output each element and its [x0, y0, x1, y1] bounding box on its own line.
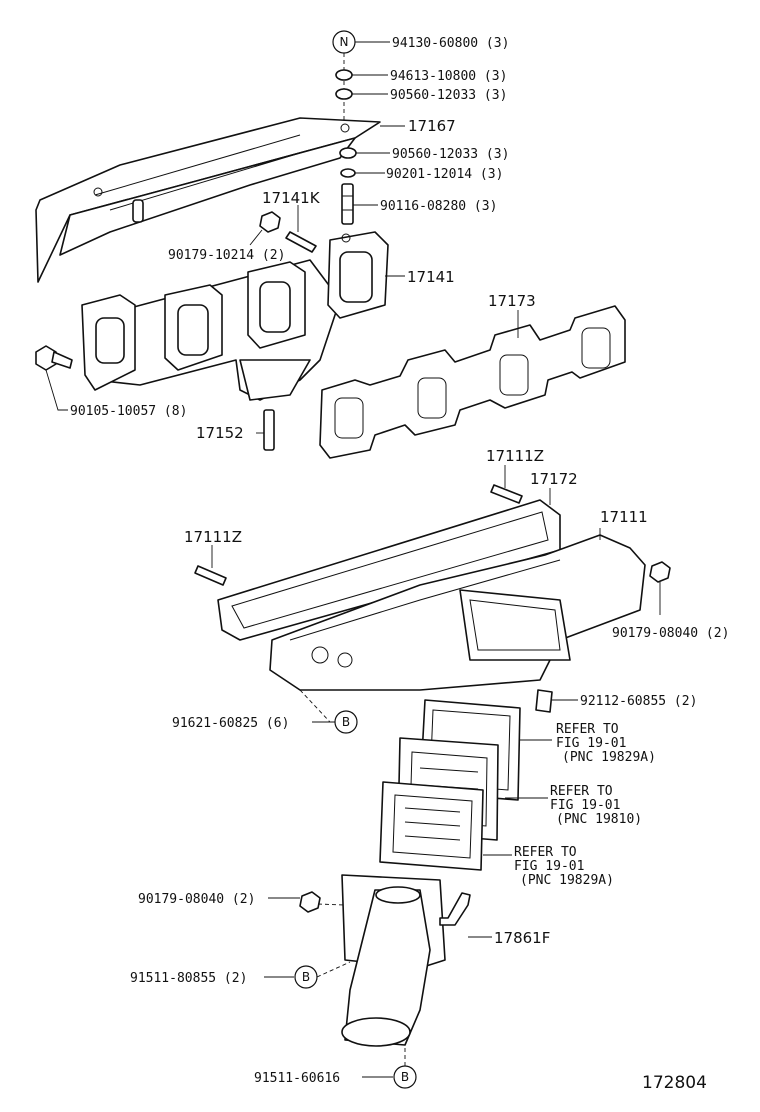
washer-90560-a: [335, 88, 353, 100]
label-17152: 17152: [196, 424, 244, 442]
figure-number: 172804: [642, 1073, 707, 1093]
stud-92112: [535, 689, 553, 713]
label-90201-12014: 90201-12014 (3): [386, 167, 503, 182]
bolt-marker-b-3: B: [393, 1065, 417, 1089]
label-17141k: 17141K: [262, 189, 321, 207]
label-91621-60825: 91621-60825 (6): [172, 716, 289, 731]
gasket-17173: [319, 305, 626, 459]
nut-90179-08040-lower: [299, 891, 321, 913]
refer-label-3-line3: (PNC 19829A): [520, 873, 614, 888]
svg-text:B: B: [401, 1070, 409, 1084]
label-90179-08040-right: 90179-08040 (2): [612, 626, 729, 641]
refer-label-1-line3: (PNC 19829A): [562, 750, 656, 765]
label-94130-60800: 94130-60800 (3): [392, 36, 509, 51]
label-94613-10800: 94613-10800 (3): [390, 69, 507, 84]
refer-label-3-line2: FIG 19-01: [514, 859, 584, 874]
label-17172: 17172: [530, 470, 578, 488]
nut-90179-08040-right: [649, 561, 671, 583]
label-17111: 17111: [600, 508, 648, 526]
svg-text:N: N: [340, 35, 349, 49]
label-90179-08040-lower: 90179-08040 (2): [138, 892, 255, 907]
label-90105-10057: 90105-10057 (8): [70, 404, 187, 419]
nut-90179-10214: [259, 211, 281, 233]
svg-text:B: B: [302, 970, 310, 984]
stud-17141k: [285, 231, 317, 253]
refer-label-1-line1: REFER TO: [556, 722, 619, 737]
label-91511-80855: 91511-80855 (2): [130, 971, 247, 986]
bolt-marker-b-2: B: [294, 965, 318, 989]
label-91511-60616: 91511-60616: [254, 1071, 340, 1086]
exhaust-manifold-17141: [81, 231, 389, 401]
refer-label-3-line1: REFER TO: [514, 845, 577, 860]
label-17861f: 17861F: [494, 929, 550, 947]
heat-insulator-17167: [35, 117, 381, 283]
stud-17152: [263, 409, 275, 451]
label-90179-10214: 90179-10214 (2): [168, 248, 285, 263]
intake-pipe-17861f: [341, 874, 471, 1047]
stud-17111z-b: [194, 565, 227, 586]
bolt-marker-b-1: B: [334, 710, 358, 734]
svg-text:B: B: [342, 715, 350, 729]
label-90560-12033-b: 90560-12033 (3): [392, 147, 509, 162]
nut-marker-n: N: [332, 30, 356, 54]
label-17111z-b: 17111Z: [184, 528, 242, 546]
label-17167: 17167: [408, 117, 456, 135]
stud-90116: [341, 183, 354, 225]
stud-17111z-a: [490, 484, 523, 504]
label-90560-12033-a: 90560-12033 (3): [390, 88, 507, 103]
label-17173: 17173: [488, 292, 536, 310]
spring-washer-90201: [340, 168, 356, 178]
label-17141: 17141: [407, 268, 455, 286]
refer-label-1-line2: FIG 19-01: [556, 736, 626, 751]
gasket-plate-19829a-lower: [379, 781, 484, 871]
washer-94613: [335, 69, 353, 81]
refer-label-2-line1: REFER TO: [550, 784, 613, 799]
label-92112-60855: 92112-60855 (2): [580, 694, 697, 709]
refer-label-2-line3: (PNC 19810): [556, 812, 642, 827]
washer-90560-b: [339, 147, 357, 159]
refer-label-2-line2: FIG 19-01: [550, 798, 620, 813]
label-90116-08280: 90116-08280 (3): [380, 199, 497, 214]
bolt-90105: [35, 345, 73, 371]
label-17111z-a: 17111Z: [486, 447, 544, 465]
intake-manifold-17111: [269, 534, 646, 691]
